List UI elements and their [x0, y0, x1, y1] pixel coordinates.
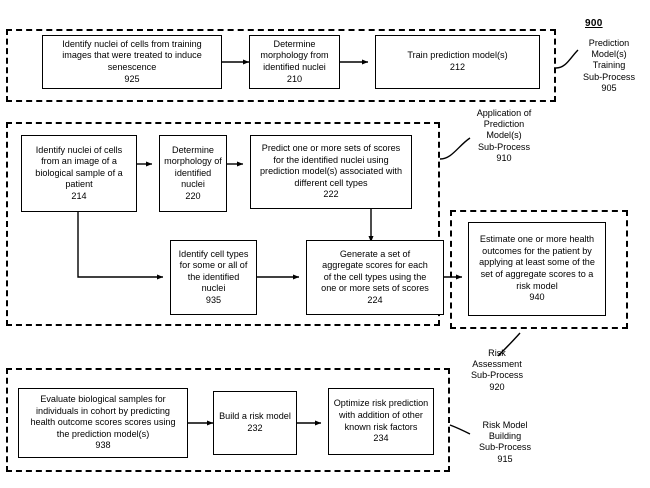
node-938-text: Evaluate biological samples for individu… — [30, 394, 176, 451]
node-935-text: Identify cell types for some or all of t… — [178, 248, 249, 305]
node-232-text: Build a risk model 232 — [219, 411, 291, 433]
node-210-text: Determine morphology from identified nuc… — [260, 38, 329, 84]
annotation-risk-assessment-subprocess: Risk Assessment Sub-Process 920 — [470, 348, 524, 392]
annotation-application-subprocess: Application of Prediction Model(s) Sub-P… — [476, 108, 532, 163]
group-risk-model-building-subprocess — [6, 368, 450, 472]
node-220-text: Determine morphology of identified nucle… — [164, 144, 222, 201]
node-210[interactable]: Determine morphology from identified nuc… — [249, 35, 340, 89]
node-214[interactable]: Identify nuclei of cells from an image o… — [21, 135, 137, 212]
node-940-text: Estimate one or more health outcomes for… — [479, 234, 595, 303]
node-925[interactable]: Identify nuclei of cells from training i… — [42, 35, 222, 89]
node-935[interactable]: Identify cell types for some or all of t… — [170, 240, 257, 315]
node-212-text: Train prediction model(s) 212 — [407, 50, 508, 72]
node-232[interactable]: Build a risk model 232 — [213, 391, 297, 455]
node-938[interactable]: Evaluate biological samples for individu… — [18, 388, 188, 458]
node-925-text: Identify nuclei of cells from training i… — [62, 38, 202, 84]
group-training-subprocess — [6, 29, 556, 102]
node-220[interactable]: Determine morphology of identified nucle… — [159, 135, 227, 212]
node-224[interactable]: Generate a set of aggregate scores for e… — [306, 240, 444, 315]
node-940[interactable]: Estimate one or more health outcomes for… — [468, 222, 606, 316]
node-224-text: Generate a set of aggregate scores for e… — [321, 248, 429, 305]
figure-number: 900 — [585, 18, 603, 29]
annotation-training-subprocess: Prediction Model(s) Training Sub-Process… — [582, 38, 636, 93]
node-214-text: Identify nuclei of cells from an image o… — [35, 144, 123, 201]
node-234-text: Optimize risk prediction with addition o… — [333, 398, 429, 444]
group-risk-assessment-subprocess — [450, 210, 628, 329]
node-212[interactable]: Train prediction model(s) 212 — [375, 35, 540, 89]
annotation-risk-model-building-subprocess: Risk Model Building Sub-Process 915 — [478, 420, 532, 464]
node-222[interactable]: Predict one or more sets of scores for t… — [250, 135, 412, 209]
node-234[interactable]: Optimize risk prediction with addition o… — [328, 388, 434, 455]
node-222-text: Predict one or more sets of scores for t… — [259, 143, 403, 200]
group-application-subprocess — [6, 122, 440, 326]
